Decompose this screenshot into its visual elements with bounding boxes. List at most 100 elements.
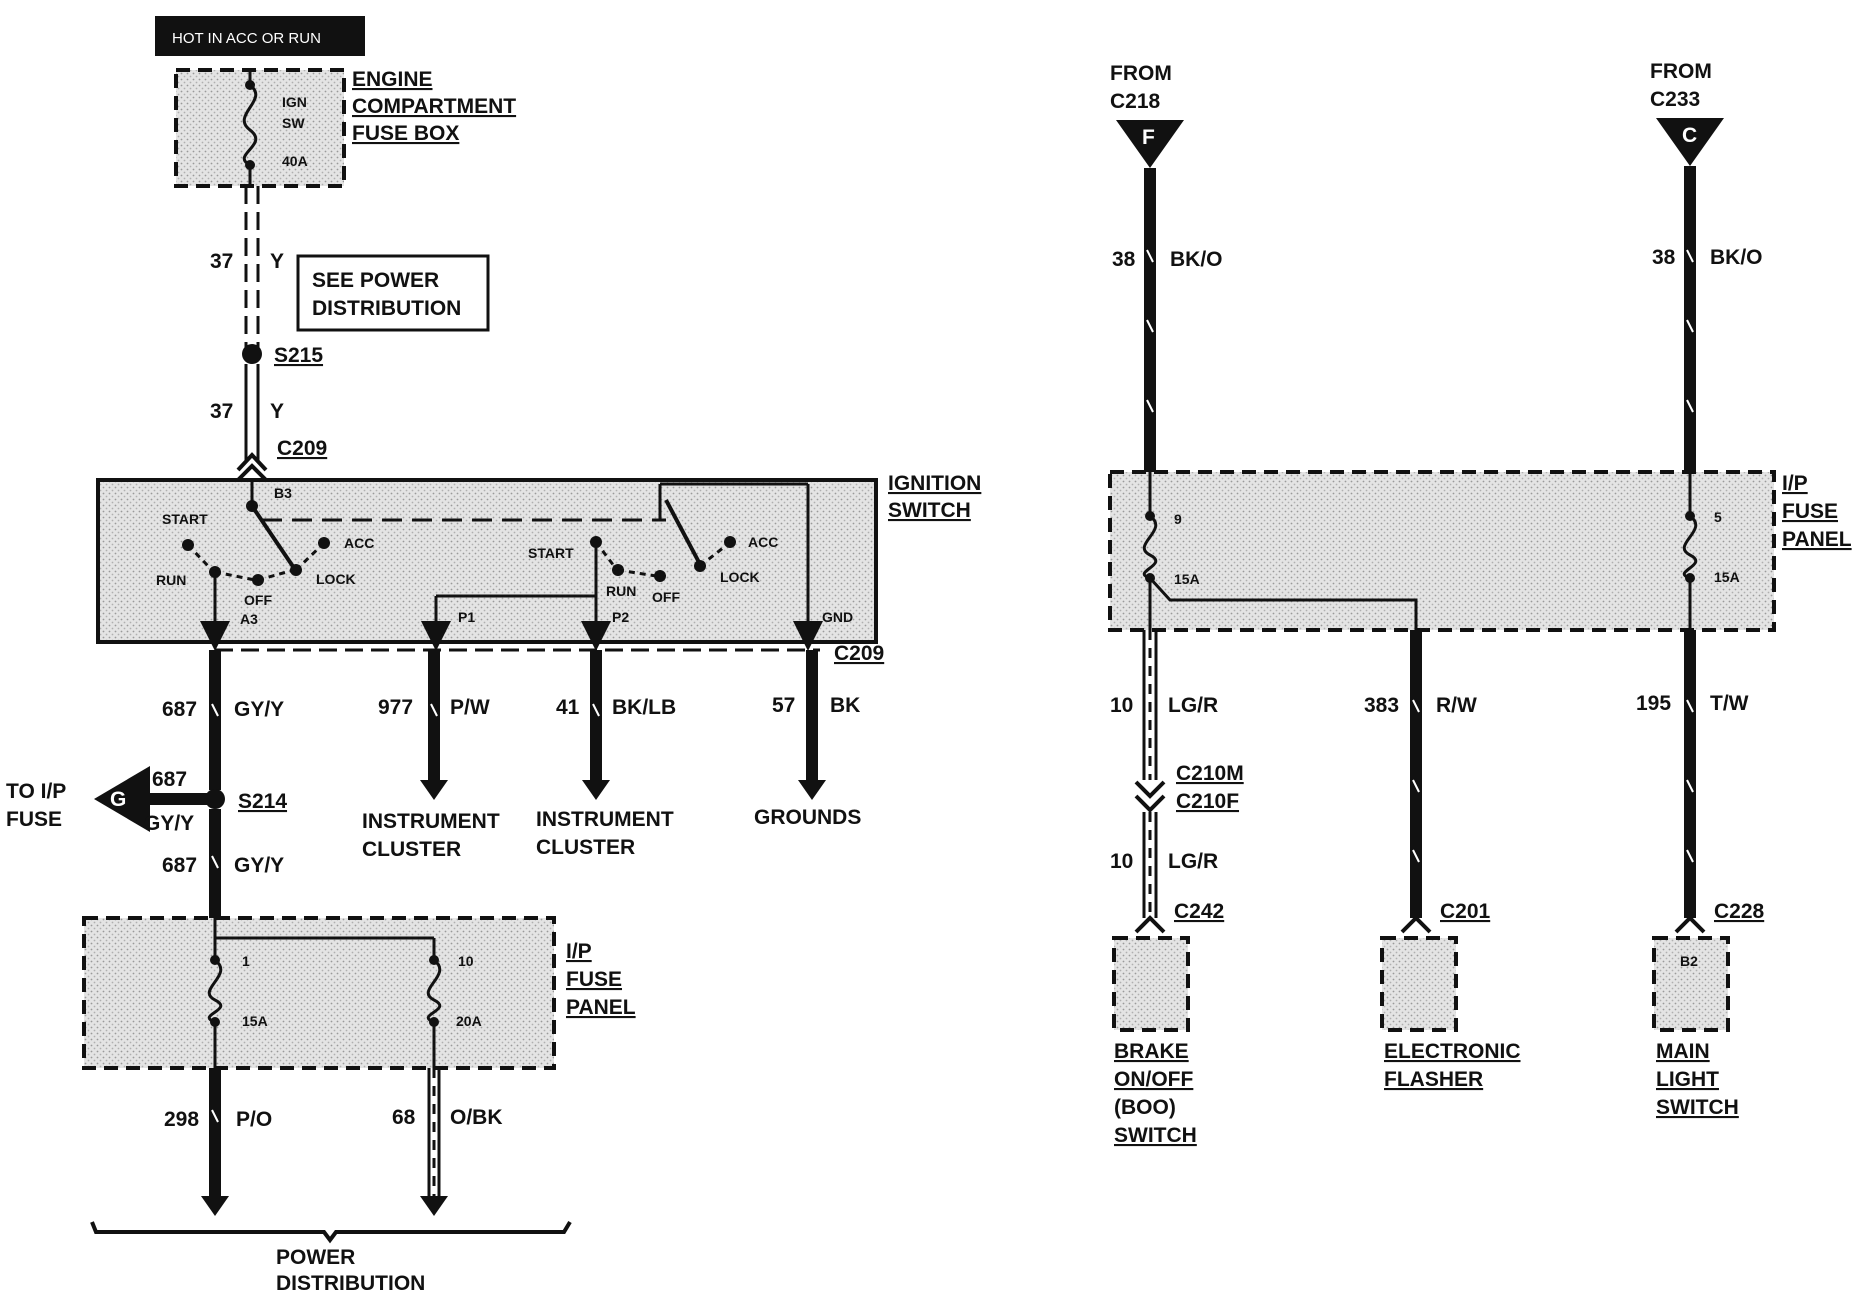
- main-light-line-2: LIGHT: [1656, 1068, 1719, 1091]
- wire-977-color: P/W: [450, 696, 490, 719]
- to-ip-fuse-line-1: TO I/P: [6, 780, 66, 803]
- fuse-9-terminal-top: [1145, 511, 1155, 521]
- switch-blade-1: [250, 504, 296, 570]
- wire-38-b-tick-3: [1686, 399, 1694, 413]
- fuse-1-rating: 15A: [242, 1013, 268, 1029]
- ip-fuse-panel-right-title-3: PANEL: [1782, 528, 1852, 551]
- acc-1-contact: [318, 537, 330, 549]
- fuse-10-terminal-bottom: [429, 1017, 439, 1027]
- hot-label: HOT IN ACC OR RUN: [172, 30, 321, 47]
- wire-383-tick-1: [1412, 699, 1420, 713]
- pos-lock-1: LOCK: [316, 571, 356, 587]
- flasher-line-2: FLASHER: [1384, 1068, 1483, 1091]
- fuse-5-symbol: [1682, 472, 1698, 630]
- connector-c: [1656, 118, 1724, 166]
- c210-connector-bottom: [1134, 794, 1166, 813]
- wire-37-color-a: Y: [270, 250, 284, 273]
- c228-connector: [1674, 915, 1706, 934]
- from-c233-line-1: FROM: [1650, 60, 1712, 83]
- wire-977-circuit: 977: [378, 696, 413, 719]
- pos-run-2: RUN: [606, 583, 636, 599]
- c242-label: C242: [1174, 900, 1224, 923]
- main-light-line-1: MAIN: [1656, 1040, 1710, 1063]
- fuse-terminal-bottom: [245, 160, 255, 170]
- electronic-flasher-box: [1380, 936, 1458, 1032]
- ign-sw-fuse-symbol: [242, 70, 258, 186]
- fuse-5-rating: 15A: [1714, 569, 1740, 585]
- fuse-1-terminal-top: [210, 955, 220, 965]
- engine-fuse-box-title-2: COMPARTMENT: [352, 95, 516, 118]
- ip-fuse-panel-left: [82, 916, 556, 1070]
- pos-start-1: START: [162, 511, 208, 527]
- ip-fuse-panel-left-title-3: PANEL: [566, 996, 636, 1019]
- off-2-contact: [654, 570, 666, 582]
- boo-switch-line-1: BRAKE: [1114, 1040, 1189, 1063]
- wire-195-tick-1: [1686, 699, 1694, 713]
- grounds-label: GROUNDS: [754, 806, 861, 829]
- ip-fuse-panel-left-title-1: I/P: [566, 940, 592, 963]
- fuse-9-rating: 15A: [1174, 571, 1200, 587]
- main-light-switch-box: [1652, 936, 1730, 1032]
- wire-38-a-tick-1: [1146, 249, 1154, 263]
- engine-fuse-box-title-3: FUSE BOX: [352, 122, 459, 145]
- splice-s215-label: S215: [274, 344, 323, 367]
- wire-383-tick-2: [1412, 779, 1420, 793]
- wire-298-tick: [211, 1109, 219, 1123]
- c201-connector: [1400, 915, 1432, 934]
- fuse-9-symbol: [1142, 472, 1158, 630]
- pos-off-1: OFF: [244, 592, 272, 608]
- power-distribution-brace: [90, 1220, 572, 1244]
- fuse-9-branch: [1148, 576, 1418, 630]
- pin-p1: P1: [458, 609, 475, 625]
- wire-41-arrow: [582, 780, 610, 800]
- wire-38-b-tick-2: [1686, 319, 1694, 333]
- wire-37-color-b: Y: [270, 400, 284, 423]
- fuse-5-number: 5: [1714, 509, 1722, 525]
- pos-start-2: START: [528, 545, 574, 561]
- c209-bottom-label: C209: [834, 642, 884, 665]
- c242-connector: [1134, 915, 1166, 934]
- main-light-pin-b2: B2: [1680, 953, 1698, 969]
- wire-38-b-tick-1: [1686, 249, 1694, 263]
- pos-off-2: OFF: [652, 589, 680, 605]
- branch-687-circuit: 687: [152, 768, 187, 791]
- start-1-dash: [186, 543, 212, 570]
- ip-fuse-panel-right: [1108, 470, 1776, 632]
- wire-298-circuit: 298: [164, 1108, 199, 1131]
- wire-10-b-circuit: 10: [1110, 850, 1133, 873]
- ip-fuse-panel-right-title-1: I/P: [1782, 472, 1808, 495]
- hot-label-box: [155, 16, 365, 56]
- ignition-switch-title-1: IGNITION: [888, 472, 981, 495]
- power-distribution-line-1: POWER: [276, 1246, 355, 1269]
- from-c218-line-1: FROM: [1110, 62, 1172, 85]
- wire-41-color: BK/LB: [612, 696, 676, 719]
- wire-38-a-tick-3: [1146, 399, 1154, 413]
- from-c218-line-2: C218: [1110, 90, 1161, 113]
- wire-57-color: BK: [830, 694, 860, 717]
- wire-195-color: T/W: [1710, 692, 1749, 715]
- ignition-switch-title-2: SWITCH: [888, 499, 971, 522]
- see-power-box: [296, 254, 490, 332]
- wire-687-a-circuit: 687: [162, 698, 197, 721]
- wire-68-color: O/BK: [450, 1106, 503, 1129]
- fuse-rating: 40A: [282, 153, 308, 169]
- wire-977-arrow: [420, 780, 448, 800]
- wire-41-circuit: 41: [556, 696, 580, 719]
- wire-687-b-color: GY/Y: [234, 854, 284, 877]
- boo-switch-line-3: (BOO): [1114, 1096, 1176, 1119]
- wire-37-circuit-b: 37: [210, 400, 233, 423]
- instrument-cluster-2-line-2: CLUSTER: [536, 836, 635, 859]
- wire-38-a-color: BK/O: [1170, 248, 1223, 271]
- wire-687-a-tick: [211, 703, 219, 717]
- pos-run-1: RUN: [156, 572, 186, 588]
- fuse-10-rating: 20A: [456, 1013, 482, 1029]
- wire-195-tick-3: [1686, 849, 1694, 863]
- c228-label: C228: [1714, 900, 1765, 923]
- flasher-line-1: ELECTRONIC: [1384, 1040, 1521, 1063]
- pin-b3: B3: [274, 485, 292, 501]
- boo-switch-box: [1112, 936, 1190, 1032]
- fuse-name-line-1: IGN: [282, 94, 307, 110]
- wire-38-b-color: BK/O: [1710, 246, 1763, 269]
- wire-383-circuit: 383: [1364, 694, 1399, 717]
